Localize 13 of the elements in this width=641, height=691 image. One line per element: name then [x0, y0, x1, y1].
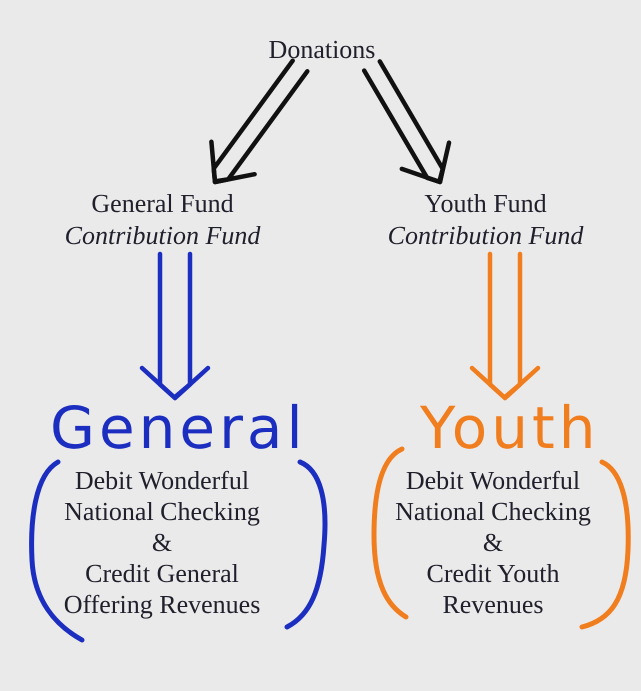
fund-title: Youth Fund [424, 188, 547, 220]
handwritten-heading: General [50, 398, 307, 458]
hollow-arrow [362, 59, 452, 184]
fund-subtitle: Contribution Fund [388, 220, 584, 252]
hollow-arrow [209, 58, 310, 184]
node-label: Donations [268, 34, 376, 66]
journal-entry-text: Debit Wonderful National Checking & Credit Youth Revenues [395, 465, 591, 620]
hollow-arrow [470, 252, 540, 400]
handwritten-heading: Youth [420, 398, 600, 458]
hollow-arrow [140, 252, 210, 400]
journal-entry-text: Debit Wonderful National Checking & Credit General Offering Revenues [64, 465, 260, 620]
fund-subtitle: Contribution Fund [64, 220, 260, 252]
fund-title: General Fund [91, 188, 234, 220]
